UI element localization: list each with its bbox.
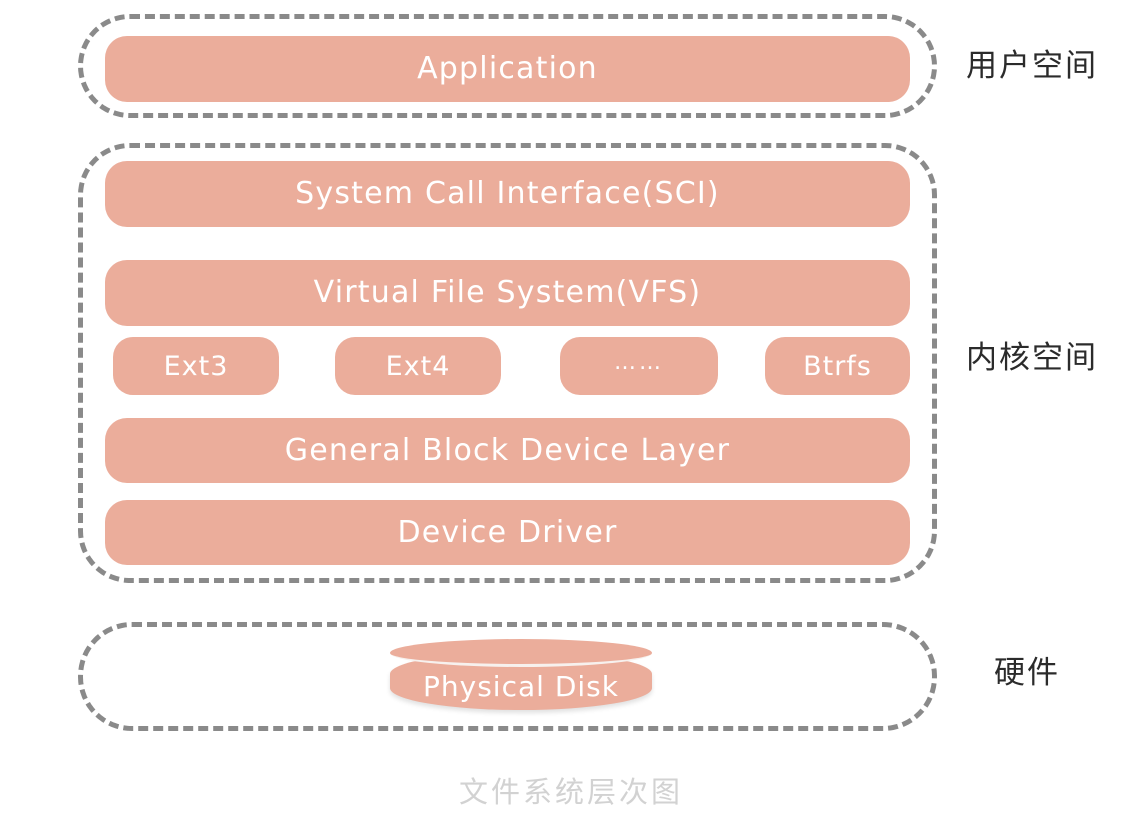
kernel-space-zone (78, 143, 937, 583)
layer-label-device-driver: Device Driver (397, 514, 618, 550)
physical-disk-label: Physical Disk (423, 670, 619, 703)
filesystem-box-ext3[interactable]: Ext3 (113, 337, 279, 395)
layer-box-virtual-file-system[interactable]: Virtual File System(VFS) (105, 260, 910, 326)
filesystem-box-btrfs[interactable]: Btrfs (765, 337, 910, 395)
hardware-zone (78, 622, 937, 731)
filesystem-label-btrfs: Btrfs (803, 350, 872, 382)
filesystem-box-ext4[interactable]: Ext4 (335, 337, 501, 395)
layer-label-system-call-interface: System Call Interface(SCI) (295, 176, 720, 211)
layer-box-application[interactable]: Application (105, 36, 910, 102)
zone-label-kernel-space: 内核空间 (966, 340, 1098, 376)
layer-box-general-block-device-layer[interactable]: General Block Device Layer (105, 418, 910, 483)
filesystem-label-ext3: Ext3 (163, 350, 229, 382)
zone-label-user-space: 用户空间 (966, 48, 1098, 84)
layer-box-device-driver[interactable]: Device Driver (105, 500, 910, 565)
filesystem-label-ellipsis: …… (614, 350, 664, 375)
layer-label-virtual-file-system: Virtual File System(VFS) (313, 275, 702, 310)
filesystem-box-ellipsis[interactable]: …… (560, 337, 718, 395)
layer-label-application: Application (417, 51, 598, 86)
physical-disk-cylinder[interactable]: Physical Disk (390, 639, 652, 711)
filesystem-label-ext4: Ext4 (385, 350, 451, 382)
layer-box-system-call-interface[interactable]: System Call Interface(SCI) (105, 161, 910, 227)
user-space-zone (78, 14, 937, 118)
disk-cylinder-top-ellipse (390, 639, 652, 667)
diagram-caption: 文件系统层次图 (458, 775, 683, 809)
zone-label-hardware: 硬件 (994, 655, 1060, 691)
layer-label-general-block-device-layer: General Block Device Layer (284, 432, 731, 468)
